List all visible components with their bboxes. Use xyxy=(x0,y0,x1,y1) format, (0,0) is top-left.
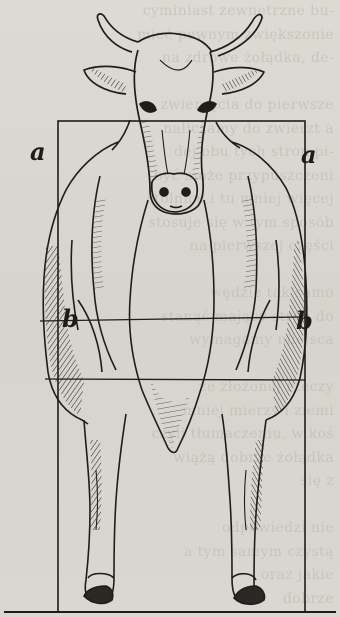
marker-a-right: a xyxy=(301,143,317,167)
cow-head xyxy=(84,14,264,214)
marker-a-left: a xyxy=(30,140,46,164)
marker-b-right: b xyxy=(296,309,313,333)
marker-b-left: b xyxy=(62,307,79,331)
cow-legs xyxy=(84,414,266,604)
measurement-box xyxy=(40,121,305,612)
